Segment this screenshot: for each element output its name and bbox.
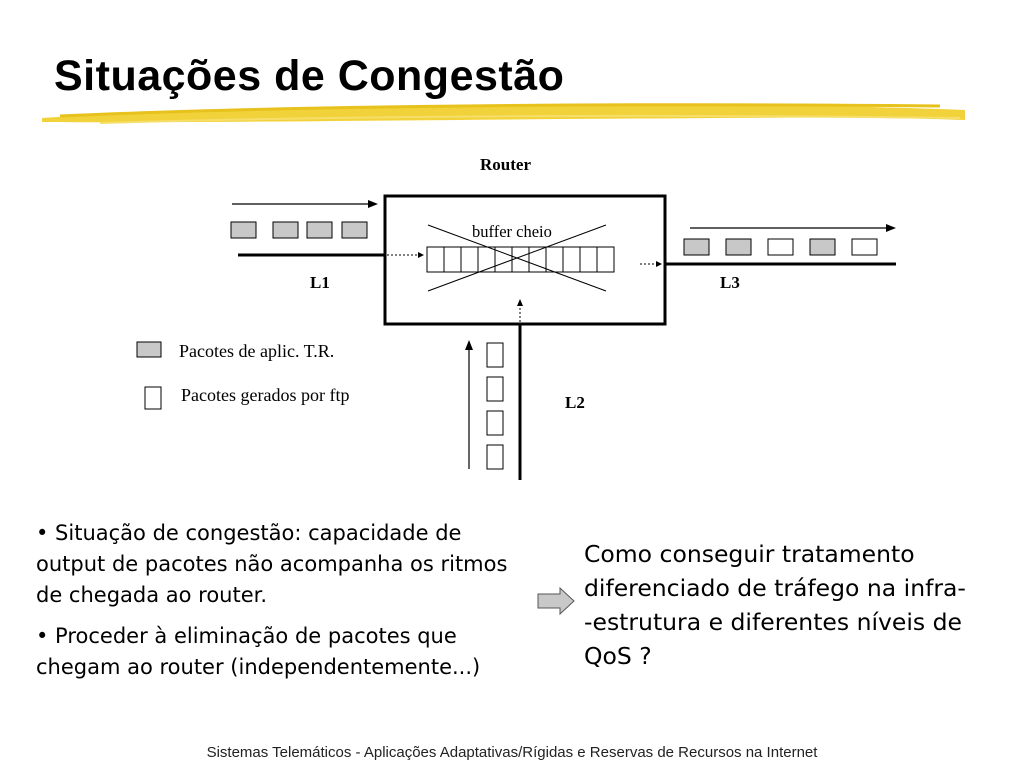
l3-inner-arrowhead [656,261,662,267]
l3-flow-arrowhead [886,224,896,232]
buffer-slot [443,246,462,273]
buffer-slot [460,246,479,273]
qos-question: Como conseguir tratamento diferenciado d… [584,537,1004,673]
legend-rt-swatch [136,341,162,358]
buffer-slot [596,246,615,273]
packet-ftp [486,376,504,402]
buffer-slot [426,246,445,273]
bullet-item: • Proceder à eliminação de pacotes que c… [36,624,481,679]
l2-inner-arrowhead [517,299,523,306]
legend-rt-label: Pacotes de aplic. T.R. [179,341,335,361]
bullet-item: • Situação de congestão: capacidade de o… [36,521,508,607]
legend-ftp-label: Pacotes gerados por ftp [181,385,350,405]
router-label: Router [480,155,531,174]
buffer-slot [562,246,581,273]
link-label-l2: L2 [565,393,585,412]
packet-rt [725,238,752,256]
right-arrow-icon [537,586,575,616]
congestion-diagram [136,194,896,480]
slide-footer: Sistemas Telemáticos - Aplicações Adapta… [206,744,818,761]
buffer-slot [477,246,496,273]
packet-ftp [486,410,504,436]
packet-ftp [486,444,504,470]
l3-packets [683,238,878,256]
packet-rt [683,238,710,256]
question-line: -estrutura e diferentes níveis de [584,608,962,636]
question-line: diferenciado de tráfego na infra- [584,574,966,602]
slide-title: Situações de Congestão [54,52,565,100]
packet-ftp [851,238,878,256]
buffer-slot [545,246,564,273]
link-label-l1: L1 [310,273,330,292]
l1-inner-arrowhead [418,252,424,258]
buffer-label: buffer cheio [472,222,552,241]
packet-ftp [486,342,504,368]
l1-flow-arrowhead [368,200,378,208]
title-underline-swoosh [42,103,965,124]
l1-packets [230,221,368,239]
l2-packets [486,342,504,470]
packet-ftp [767,238,794,256]
packet-rt [230,221,257,239]
question-line: QoS ? [584,642,652,670]
l2-flow-arrowhead [465,340,473,350]
packet-rt [272,221,299,239]
legend-ftp-swatch [144,386,162,410]
router-box [383,194,667,326]
packet-rt [306,221,333,239]
packet-rt [341,221,368,239]
link-label-l3: L3 [720,273,740,292]
packet-rt [809,238,836,256]
question-line: Como conseguir tratamento [584,540,915,568]
buffer-slot [579,246,598,273]
bullet-list: • Situação de congestão: capacidade de o… [36,518,526,693]
buffer-cross-line [427,224,607,292]
